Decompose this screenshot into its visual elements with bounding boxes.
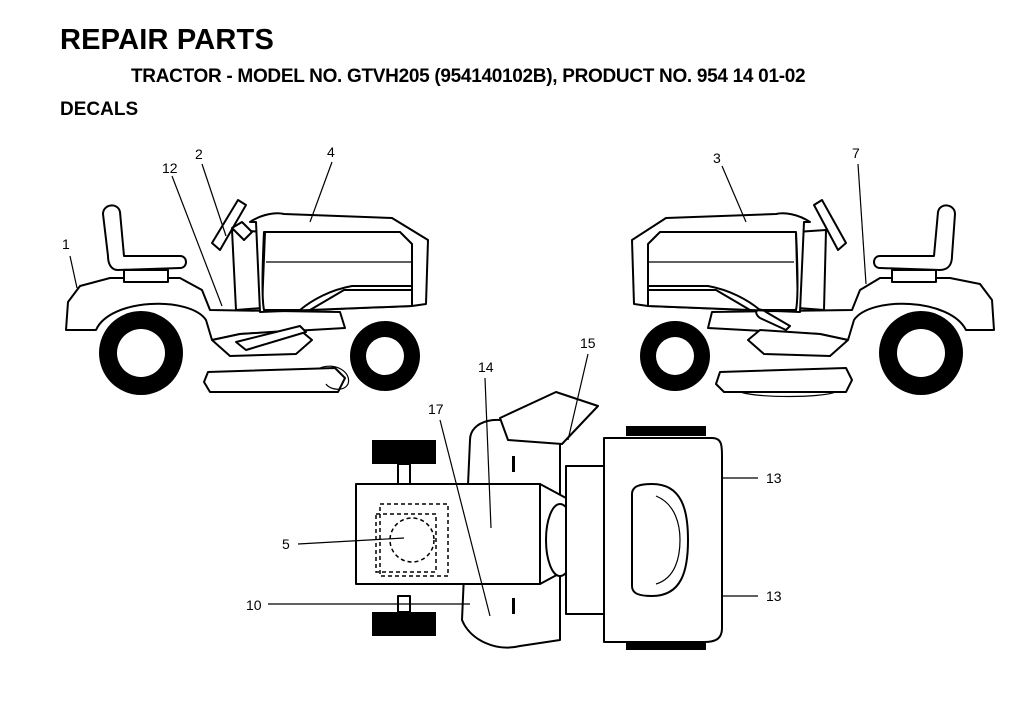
- callout-4: 4: [327, 144, 335, 160]
- tractor-right-view: [631, 199, 995, 398]
- tractor-top-view: [355, 391, 723, 650]
- callout-13-bottom: 13: [766, 588, 782, 604]
- leader-lines: [69, 161, 867, 617]
- tractor-left-view: [65, 199, 429, 395]
- callout-13-top: 13: [766, 470, 782, 486]
- callout-5: 5: [282, 536, 290, 552]
- callout-7: 7: [852, 145, 860, 161]
- callout-14: 14: [478, 359, 494, 375]
- model-subtitle: TRACTOR - MODEL NO. GTVH205 (954140102B)…: [131, 66, 806, 87]
- page-title: REPAIR PARTS: [60, 24, 275, 56]
- section-heading: DECALS: [60, 99, 139, 120]
- callout-2: 2: [195, 146, 203, 162]
- callout-12: 12: [162, 160, 178, 176]
- callout-1: 1: [62, 236, 70, 252]
- callout-10: 10: [246, 597, 262, 613]
- callout-17: 17: [428, 401, 444, 417]
- callout-15: 15: [580, 335, 596, 351]
- callout-3: 3: [713, 150, 721, 166]
